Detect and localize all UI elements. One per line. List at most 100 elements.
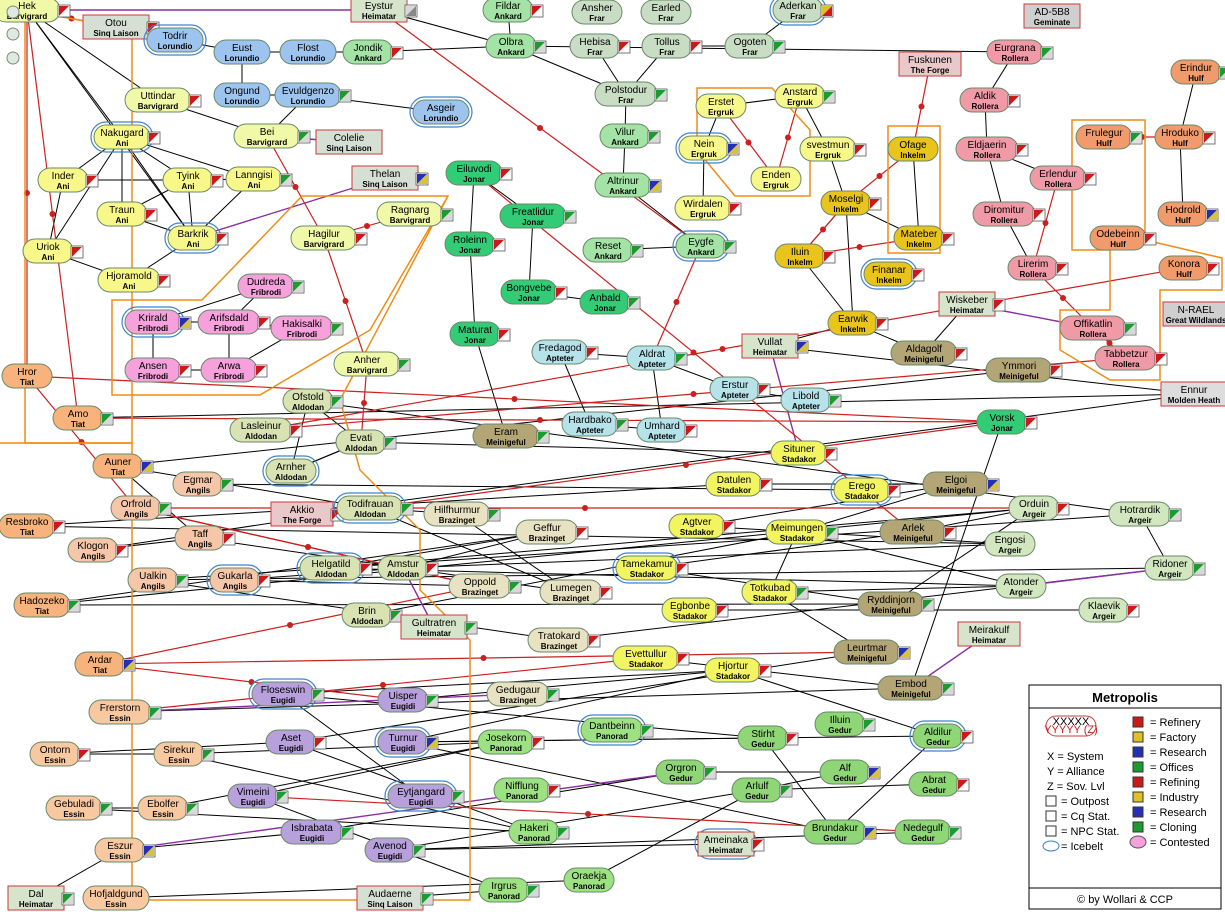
filter-icon[interactable] bbox=[6, 27, 20, 41]
